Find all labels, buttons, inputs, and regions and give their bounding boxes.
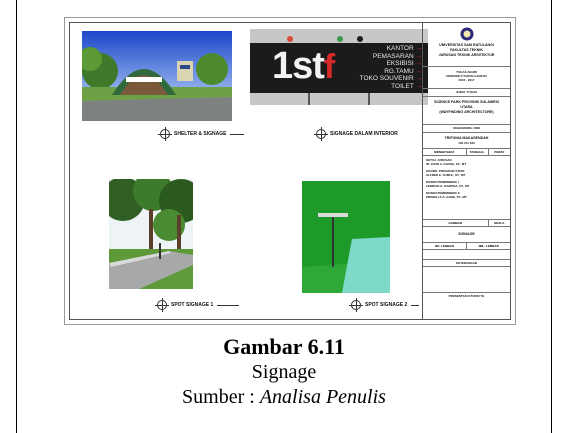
title-header: JUDUL TUGAS — [423, 89, 510, 97]
student-header: MAHASISWA / NIM — [423, 125, 510, 133]
sheet-number-row: NO. LEMBAR JML. LEMBAR — [423, 243, 510, 250]
directory-item: TOKO SOUVENIR → — [359, 75, 422, 82]
view-label-spot-2: SPOT SIGNAGE 2 — [349, 298, 420, 312]
shelter-signage-render — [82, 31, 232, 121]
figure-number: Gambar 6.11 — [223, 334, 345, 359]
faculty-name: FAKULTAS TEKNIK — [449, 48, 483, 52]
label-underline — [230, 133, 245, 135]
label-underline — [217, 304, 240, 306]
sheet-number-values — [423, 250, 510, 260]
source-author: Analisa Penulis — [259, 386, 386, 408]
directory-item: TOILET → — [391, 82, 422, 90]
view-label-shelter-text: SHELTER & SIGNAGE — [174, 131, 227, 137]
view-label-spot-2-text: SPOT SIGNAGE 2 — [365, 302, 408, 308]
directory-list: KANTOR → PEMASARAN → EKSIBISI → RG.TAMU … — [346, 45, 422, 90]
directory-item: EKSIBISI → — [386, 60, 422, 67]
spot-signage-2-image — [302, 181, 390, 293]
interior-signage-render: 1stf KANTOR → PEMASARAN → EKSIBISI → RG.… — [250, 29, 428, 105]
view-label-spot-1: SPOT SIGNAGE 1 — [155, 298, 240, 312]
keterangan-body — [423, 267, 510, 293]
gambar-header-row: GAMBAR SKALA — [423, 220, 510, 227]
title-block: UNIVERSITAS SAM RATULANGI FAKULTAS TEKNI… — [422, 23, 510, 319]
approval-list: KETUA JURUSAN IR. JOHN A. KHUSE, ST., MT… — [423, 156, 510, 220]
label-underline — [411, 304, 420, 306]
gambar-name: SIGNAGE — [423, 227, 510, 243]
view-label-spot-1-text: SPOT SIGNAGE 1 — [171, 302, 214, 308]
floor-number: 1stf — [272, 45, 335, 87]
section-target-icon — [158, 127, 172, 141]
figure-title: Signage — [251, 361, 317, 383]
project-title: SCIENCE PARK PROVINSI SULAWESI UTARA (WA… — [423, 97, 510, 125]
view-label-interior: SIGNAGE DALAM INTERIOR — [314, 127, 398, 141]
shelter-signage-image — [82, 31, 232, 121]
section-target-icon — [314, 127, 328, 141]
figure-frame — [16, 0, 552, 433]
view-label-interior-text: SIGNAGE DALAM INTERIOR — [330, 131, 398, 137]
student-info: TRIFONIA MAKASENDAH 130 211 033 — [423, 133, 510, 149]
spot-signage-2-render — [302, 181, 390, 293]
keterangan-header: KETERANGAN — [423, 260, 510, 267]
interior-signage-bg — [250, 29, 428, 105]
university-name: UNIVERSITAS SAM RATULANGI — [439, 43, 494, 47]
drawing-border: SHELTER & SIGNAGE 1stf KANTOR → PEMASARA… — [69, 22, 511, 320]
directory-item: RG.TAMU → — [384, 67, 422, 75]
section-target-icon — [349, 298, 363, 312]
studio-label: PRESENTASI STUDIO TA — [448, 294, 485, 298]
spot-signage-1-image — [109, 179, 193, 289]
source-prefix: Sumber : — [182, 386, 260, 408]
spot-signage-1-render — [109, 179, 193, 289]
directory-item: PEMASARAN → — [372, 52, 422, 60]
university-header: UNIVERSITAS SAM RATULANGI FAKULTAS TEKNI… — [423, 23, 510, 67]
course-info: TUGAS AKHIR PERIODE II TAHUN AJARAN 2016… — [423, 67, 510, 89]
approval-header-row: MENGETAHUI TANGGAL PARAF — [423, 149, 510, 156]
section-target-icon — [155, 298, 169, 312]
view-label-shelter: SHELTER & SIGNAGE — [158, 127, 245, 141]
directory-item: KANTOR → — [386, 45, 422, 52]
figure-source: Sumber : Analisa Penulis — [16, 386, 552, 409]
university-logo-icon — [460, 27, 473, 41]
drawing-sheet: SHELTER & SIGNAGE 1stf KANTOR → PEMASARA… — [64, 17, 516, 325]
department-name: JURUSAN TEKNIK ARSITEKTUR — [438, 53, 495, 57]
